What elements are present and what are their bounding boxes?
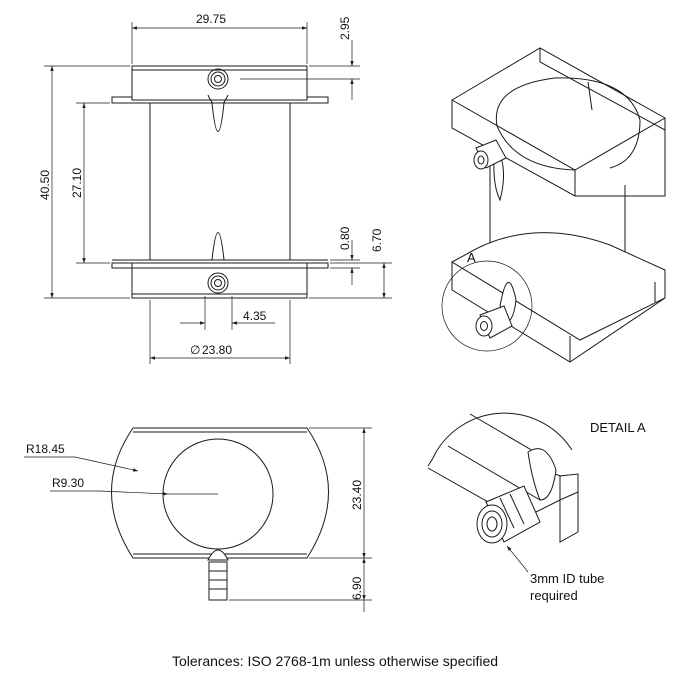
detail-a-view: DETAIL A 3mm ID tube required (427, 412, 646, 603)
detail-a-marker: A (467, 250, 476, 265)
plan-outline (111, 427, 329, 559)
dim-6-70: 6.70 (370, 228, 384, 252)
dim-4-35: 4.35 (243, 309, 267, 323)
top-flange (131, 65, 308, 101)
dim-r18-45: R18.45 (26, 442, 65, 456)
tube-note-line1: 3mm ID tube (530, 571, 604, 586)
dim-23-80: 23.80 (202, 343, 232, 357)
iso-top-flange (451, 47, 666, 197)
plan-view: R18.45 R9.30 23.40 6.90 (24, 427, 372, 612)
detail-a-title: DETAIL A (590, 420, 646, 435)
bottom-flange-lip (111, 262, 329, 269)
top-nozzle (207, 68, 229, 132)
dim-27-10: 27.10 (70, 168, 84, 198)
bottom-nozzle (207, 232, 229, 294)
plan-nozzle (208, 561, 228, 601)
detail-a-circle (441, 260, 533, 352)
dim-2-95: 2.95 (338, 16, 352, 40)
isometric-view: A (441, 47, 666, 363)
tolerances-note: Tolerances: ISO 2768-1m unless otherwise… (172, 653, 498, 669)
dim-diameter-symbol: ∅ (190, 343, 200, 357)
dim-23-40: 23.40 (350, 480, 364, 510)
tube-note-line2: required (530, 588, 578, 603)
iso-bottom-flange (450, 232, 666, 341)
dim-r9-30: R9.30 (52, 476, 84, 490)
dim-6-90: 6.90 (350, 576, 364, 600)
front-view: 29.75 2.95 40.50 27.10 0.80 6.70 4. (38, 12, 392, 364)
dim-29-75: 29.75 (196, 12, 226, 26)
bottom-flange (131, 262, 308, 299)
dim-0-80: 0.80 (338, 226, 352, 250)
dim-40-50: 40.50 (38, 170, 52, 200)
